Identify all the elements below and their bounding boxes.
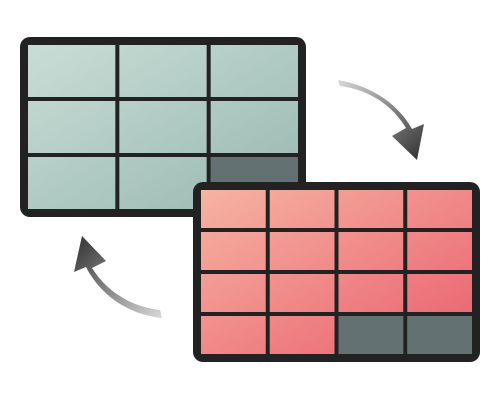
bottom-table-grid-line <box>201 312 472 316</box>
top-table-grid-line <box>28 153 298 157</box>
arrow-bottom-left-icon <box>74 236 162 318</box>
top-table-grid-line <box>206 45 211 209</box>
bottom-table-dark-cell <box>338 316 404 354</box>
arrow-top-right-icon <box>338 80 424 160</box>
top-table-grid-line <box>28 97 298 101</box>
cycle-arrows <box>74 80 424 318</box>
bottom-table-dark-cell <box>407 316 472 354</box>
bottom-table-grid-line <box>201 270 472 274</box>
bottom-table <box>193 182 480 362</box>
top-table-grid-line <box>115 45 120 209</box>
bottom-table-grid-line <box>201 228 472 232</box>
